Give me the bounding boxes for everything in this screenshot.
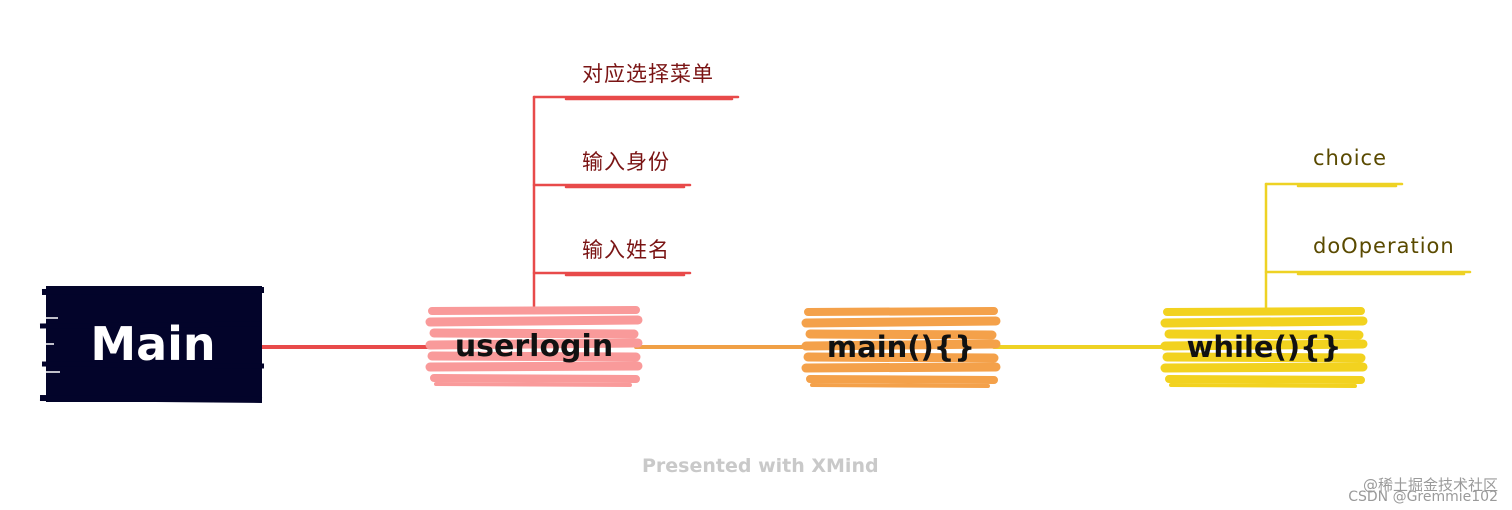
leaf-dooperation[interactable]: doOperation (1313, 234, 1455, 258)
node-while-loop-label: while(){} (1186, 330, 1342, 364)
root-node-main[interactable]: Main (44, 284, 262, 404)
node-main-function-label: main(){} (826, 330, 976, 364)
node-main-function[interactable]: main(){} (806, 308, 996, 386)
leaf-choice[interactable]: choice (1313, 146, 1388, 170)
leaf-input-name[interactable]: 输入姓名 (582, 238, 670, 262)
mainfn-node-fill (801, 307, 1001, 388)
root-node-fill (39, 286, 265, 403)
while-node-fill (1160, 307, 1368, 388)
leaf-select-menu[interactable]: 对应选择菜单 (582, 62, 714, 86)
csdn-watermark: CSDN @Gremmie102 (1348, 489, 1498, 505)
node-userlogin[interactable]: userlogin (430, 306, 638, 386)
userlogin-node-fill (425, 306, 643, 387)
root-node-label: Main (90, 317, 216, 371)
xmind-footer: Presented with XMind (642, 455, 879, 477)
userlogin-branch (532, 95, 740, 310)
juejin-watermark: @稀土掘金技术社区 (1362, 476, 1498, 494)
leaf-input-identity[interactable]: 输入身份 (582, 150, 670, 174)
node-userlogin-label: userlogin (454, 328, 614, 364)
node-while-loop[interactable]: while(){} (1165, 308, 1363, 386)
while-branch (1264, 182, 1472, 310)
